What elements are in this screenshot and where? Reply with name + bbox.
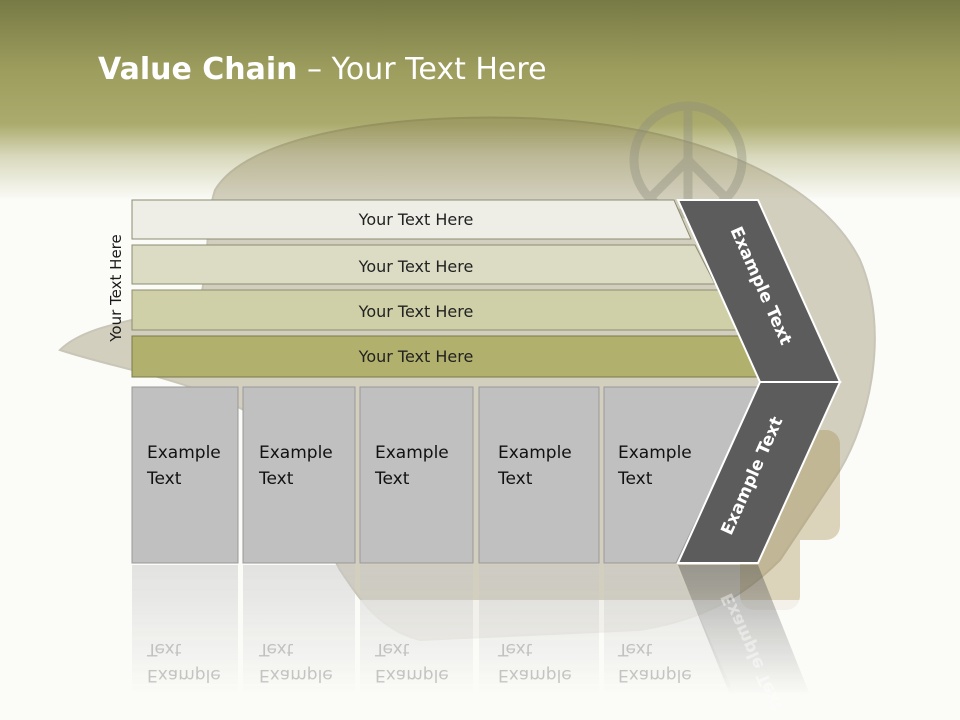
column-4: Example Text	[478, 386, 600, 564]
bar-1-label: Your Text Here	[358, 210, 474, 229]
reflection-text-5: Example	[618, 665, 692, 685]
reflection-text-4: Example	[498, 665, 572, 685]
reflection-text-3: Example	[375, 665, 449, 685]
page-title: Value Chain – Your Text Here	[98, 52, 547, 87]
column-3-line2: Text	[374, 469, 410, 489]
title-bold: Value Chain	[98, 52, 298, 87]
reflection-text-2b: Text	[258, 639, 294, 659]
title-rest: – Your Text Here	[297, 52, 547, 87]
bar-3-label: Your Text Here	[358, 302, 474, 321]
bar-4: Your Text Here	[131, 335, 764, 378]
column-4-line2: Text	[497, 469, 533, 489]
column-2: Example Text	[242, 386, 356, 564]
column-5: Example Text	[603, 386, 761, 564]
column-2-line2: Text	[258, 469, 294, 489]
title-band	[0, 0, 960, 200]
column-5-line1: Example	[618, 443, 692, 463]
chevron-arrow: Example Text Example Text	[676, 199, 842, 564]
bar-2-label: Your Text Here	[358, 257, 474, 276]
reflection-text-4b: Text	[497, 639, 533, 659]
reflection-text-3b: Text	[374, 639, 410, 659]
reflection: Example Text Example Text Example Text E…	[132, 565, 810, 714]
column-3-line1: Example	[375, 443, 449, 463]
bar-3: Your Text Here	[131, 289, 739, 331]
column-5-line2: Text	[617, 469, 653, 489]
bar-2: Your Text Here	[131, 244, 716, 285]
column-4-line1: Example	[498, 443, 572, 463]
column-1-line2: Text	[146, 469, 182, 489]
column-1-line1: Example	[147, 443, 221, 463]
bar-1: Your Text Here	[131, 199, 692, 240]
reflection-text-2: Example	[259, 665, 333, 685]
column-1: Example Text	[131, 386, 239, 564]
column-2-line1: Example	[259, 443, 333, 463]
reflection-text-1b: Text	[146, 639, 182, 659]
bar-4-label: Your Text Here	[358, 347, 474, 366]
reflection-text-5b: Text	[617, 639, 653, 659]
column-3: Example Text	[359, 386, 474, 564]
reflection-text-1: Example	[147, 665, 221, 685]
